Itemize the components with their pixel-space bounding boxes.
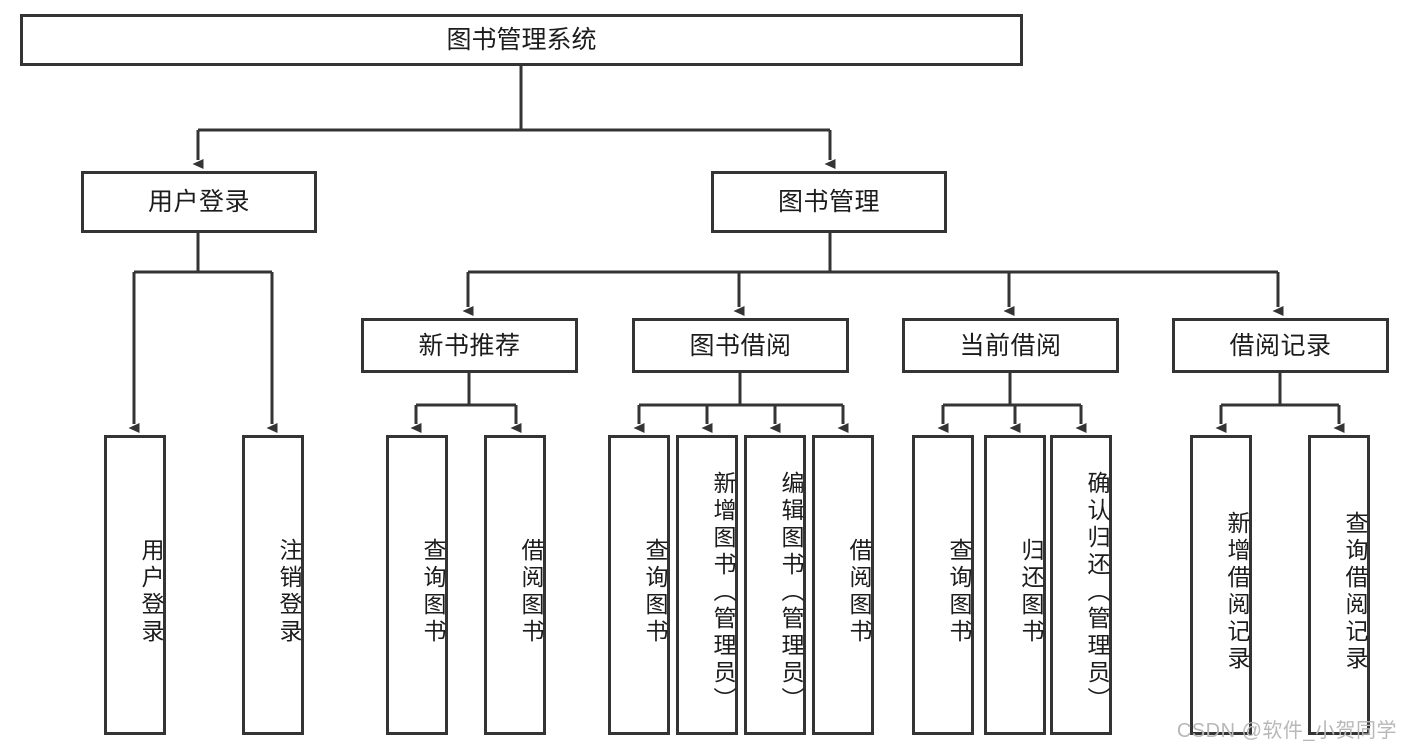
node-leaf-rec-query2[interactable]: 查询借阅记录 — [1308, 435, 1370, 735]
node-leaf-borrow-do[interactable]: 借阅图书 — [812, 435, 874, 735]
node-borrow-record-label: 借阅记录 — [1229, 331, 1332, 360]
node-leaf-cur-query[interactable]: 查询图书 — [912, 435, 974, 735]
node-leaf-cur-query-label: 查询图书 — [946, 538, 972, 646]
node-leaf-rec-add-label: 新增借阅记录 — [1224, 511, 1250, 673]
node-leaf-user-login[interactable]: 用户登录 — [104, 435, 166, 735]
node-leaf-user-login-label: 用户登录 — [138, 538, 164, 646]
node-leaf-rec-query[interactable]: 查询图书 — [386, 435, 448, 735]
node-leaf-rec-query2-label: 查询借阅记录 — [1342, 511, 1368, 673]
node-user-login[interactable]: 用户登录 — [81, 171, 317, 233]
node-leaf-cur-return[interactable]: 归还图书 — [984, 435, 1046, 735]
node-book-borrow[interactable]: 图书借阅 — [632, 318, 849, 373]
node-leaf-borrow-query[interactable]: 查询图书 — [608, 435, 670, 735]
node-leaf-cur-confirm-label: 确认归还（管理员） — [1084, 470, 1110, 714]
node-leaf-borrow-query-label: 查询图书 — [642, 538, 668, 646]
node-leaf-rec-add[interactable]: 新增借阅记录 — [1190, 435, 1252, 735]
node-new-book-rec[interactable]: 新书推荐 — [361, 318, 578, 373]
node-root[interactable]: 图书管理系统 — [20, 14, 1023, 66]
node-leaf-cur-return-label: 归还图书 — [1018, 538, 1044, 646]
node-leaf-user-logout[interactable]: 注销登录 — [242, 435, 304, 735]
node-root-label: 图书管理系统 — [446, 26, 597, 54]
node-leaf-rec-query-label: 查询图书 — [420, 538, 446, 646]
node-leaf-borrow-do-label: 借阅图书 — [846, 538, 872, 646]
node-user-login-label: 用户登录 — [147, 188, 250, 216]
node-book-manage[interactable]: 图书管理 — [711, 171, 947, 233]
node-current-borrow-label: 当前借阅 — [959, 331, 1062, 360]
node-leaf-cur-confirm[interactable]: 确认归还（管理员） — [1050, 435, 1112, 735]
node-book-manage-label: 图书管理 — [777, 188, 880, 216]
node-book-borrow-label: 图书借阅 — [689, 331, 792, 360]
csdn-watermark: CSDN @软件_小贺同学 — [1176, 720, 1397, 742]
node-leaf-borrow-add[interactable]: 新增图书（管理员） — [676, 435, 738, 735]
node-current-borrow[interactable]: 当前借阅 — [902, 318, 1119, 373]
node-borrow-record[interactable]: 借阅记录 — [1172, 318, 1389, 373]
node-leaf-borrow-edit-label: 编辑图书（管理员） — [778, 470, 804, 714]
node-leaf-user-logout-label: 注销登录 — [276, 538, 302, 646]
node-leaf-rec-borrow[interactable]: 借阅图书 — [484, 435, 546, 735]
node-new-book-rec-label: 新书推荐 — [418, 331, 521, 360]
node-leaf-borrow-edit[interactable]: 编辑图书（管理员） — [744, 435, 806, 735]
node-leaf-borrow-add-label: 新增图书（管理员） — [710, 470, 736, 714]
node-leaf-rec-borrow-label: 借阅图书 — [518, 538, 544, 646]
